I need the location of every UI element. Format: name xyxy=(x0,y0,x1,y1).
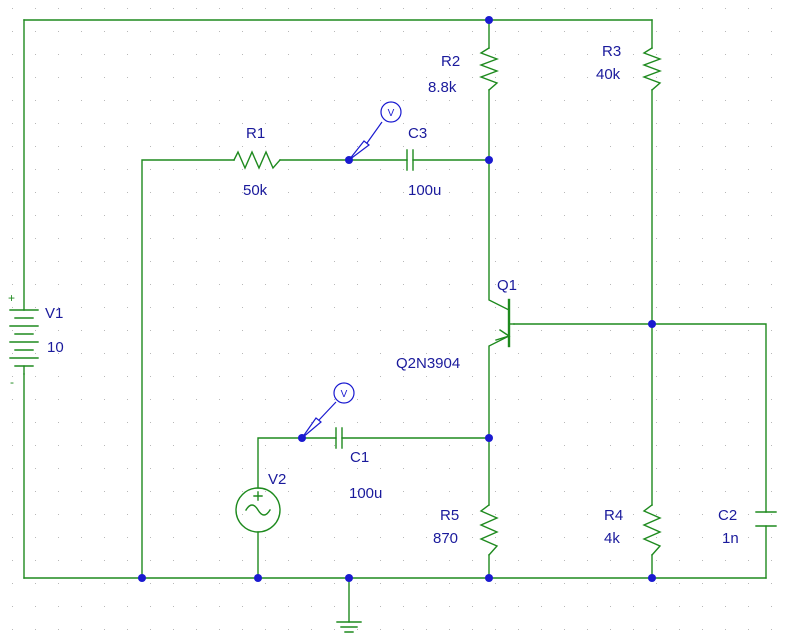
r1-value-label: 50k xyxy=(243,182,268,199)
wire-base xyxy=(513,323,767,513)
r2-resistor[interactable] xyxy=(479,47,499,91)
wire-v2-top xyxy=(257,437,337,489)
q1-ref-label: Q1 xyxy=(497,277,517,294)
r3-value-label: 40k xyxy=(596,66,621,83)
v2-ac-source[interactable] xyxy=(235,487,281,533)
v1-plus-sign: + xyxy=(8,291,15,305)
wire-collector xyxy=(488,159,510,311)
r4-ref-label: R4 xyxy=(604,507,623,524)
grid-dots xyxy=(12,8,772,630)
junction-dot xyxy=(485,434,493,442)
junction-dot xyxy=(485,574,493,582)
v1-value-label: 10 xyxy=(47,339,64,356)
r5-ref-label: R5 xyxy=(440,507,459,524)
r3-resistor[interactable] xyxy=(642,47,662,91)
wire-emitter xyxy=(488,335,510,439)
r1-ref-label: R1 xyxy=(246,125,265,142)
c1-ref-label: C1 xyxy=(350,449,369,466)
r1-resistor[interactable] xyxy=(233,150,281,170)
c2-capacitor[interactable] xyxy=(755,511,777,527)
wire-r1-left xyxy=(141,159,235,579)
v1-minus-sign: - xyxy=(10,375,14,389)
r3-ref-label: R3 xyxy=(602,43,621,60)
junction-dot xyxy=(254,574,262,582)
junction-dot xyxy=(648,574,656,582)
c3-ref-label: C3 xyxy=(408,125,427,142)
junction-dot xyxy=(345,574,353,582)
r4-value-label: 4k xyxy=(604,530,620,547)
q1-model-label: Q2N3904 xyxy=(396,355,460,372)
v1-ref-label: V1 xyxy=(45,305,63,322)
c2-value-label: 1n xyxy=(722,530,739,547)
q1-transistor[interactable] xyxy=(495,298,515,348)
v2-ref-label: V2 xyxy=(268,471,286,488)
r2-value-label: 8.8k xyxy=(428,79,457,96)
c3-capacitor[interactable] xyxy=(406,149,414,171)
r5-resistor[interactable] xyxy=(479,504,499,556)
voltage-probe-2[interactable] xyxy=(301,382,355,439)
c1-capacitor[interactable] xyxy=(335,427,343,449)
junctions xyxy=(138,16,656,582)
probe-1-label: V xyxy=(388,108,395,119)
wires xyxy=(23,19,767,623)
c1-value-label: 100u xyxy=(349,485,382,502)
junction-dot xyxy=(485,16,493,24)
junction-dot xyxy=(345,156,353,164)
junction-dot xyxy=(648,320,656,328)
junction-dot xyxy=(298,434,306,442)
junction-dot xyxy=(138,574,146,582)
probe-2-label: V xyxy=(341,389,348,400)
r2-ref-label: R2 xyxy=(441,53,460,70)
v1-battery[interactable] xyxy=(9,309,39,375)
c2-ref-label: C2 xyxy=(718,507,737,524)
voltage-probe-1[interactable] xyxy=(348,101,402,161)
c3-value-label: 100u xyxy=(408,182,441,199)
r5-value-label: 870 xyxy=(433,530,458,547)
r4-resistor[interactable] xyxy=(642,504,662,556)
junction-dot xyxy=(485,156,493,164)
ground-symbol[interactable] xyxy=(336,621,362,633)
